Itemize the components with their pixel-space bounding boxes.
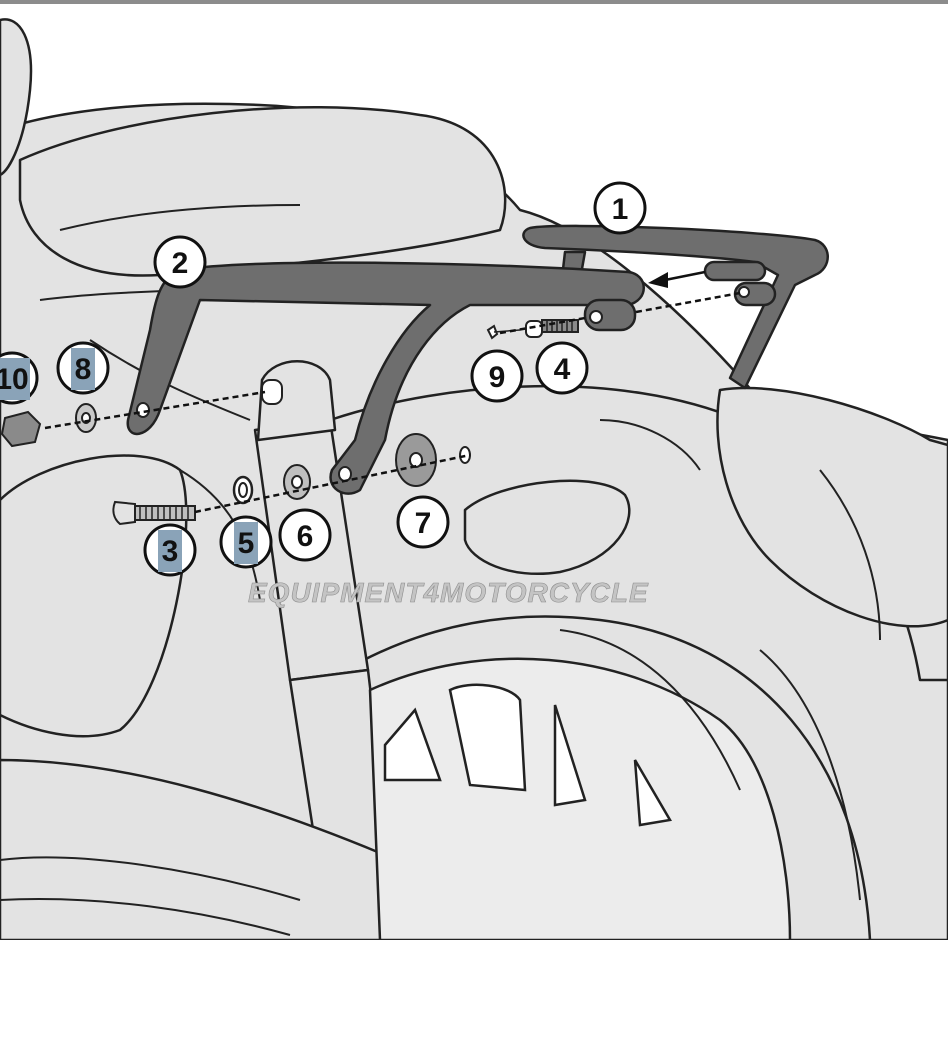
- callout-5: 5: [219, 515, 273, 569]
- callout-9: 9: [470, 349, 524, 403]
- callout-8: 8: [56, 341, 110, 395]
- callout-10-label: 10: [0, 363, 29, 396]
- bracket-holes: [136, 286, 750, 482]
- callout-2: 2: [153, 235, 207, 289]
- carrier-parts: [126, 224, 829, 495]
- callout-6-label: 6: [297, 520, 314, 553]
- bottom-margin: [0, 940, 948, 1048]
- callout-6: 6: [278, 508, 332, 562]
- callout-3-label: 3: [162, 535, 179, 568]
- screw-9: [486, 324, 499, 340]
- callout-7: 7: [396, 495, 450, 549]
- callout-4-label: 4: [554, 353, 571, 386]
- bolt-3: [112, 500, 136, 526]
- callout-7-label: 7: [415, 507, 432, 540]
- motorcycle-body: [0, 18, 948, 942]
- callout-8-label: 8: [75, 353, 92, 386]
- callout-1-label: 1: [612, 193, 629, 226]
- callout-3: 3: [143, 523, 197, 577]
- callout-10: 10: [0, 351, 39, 405]
- top-rule: [0, 0, 948, 4]
- watermark-text: EQUIPMENT4MOTORCYCLE: [248, 577, 649, 608]
- spacer-4: [525, 320, 543, 338]
- callout-2-label: 2: [172, 247, 189, 280]
- insertion-arrow: [648, 270, 706, 288]
- assembly-lines: [44, 291, 741, 514]
- callout-4: 4: [535, 341, 589, 395]
- nut-10: [0, 410, 42, 448]
- callout-1: 1: [593, 181, 647, 235]
- bolt-3-shank: [134, 505, 196, 521]
- spacer: [261, 379, 283, 405]
- wheel-detail: [383, 683, 672, 827]
- callout-5-label: 5: [238, 527, 255, 560]
- callout-9-label: 9: [489, 361, 506, 394]
